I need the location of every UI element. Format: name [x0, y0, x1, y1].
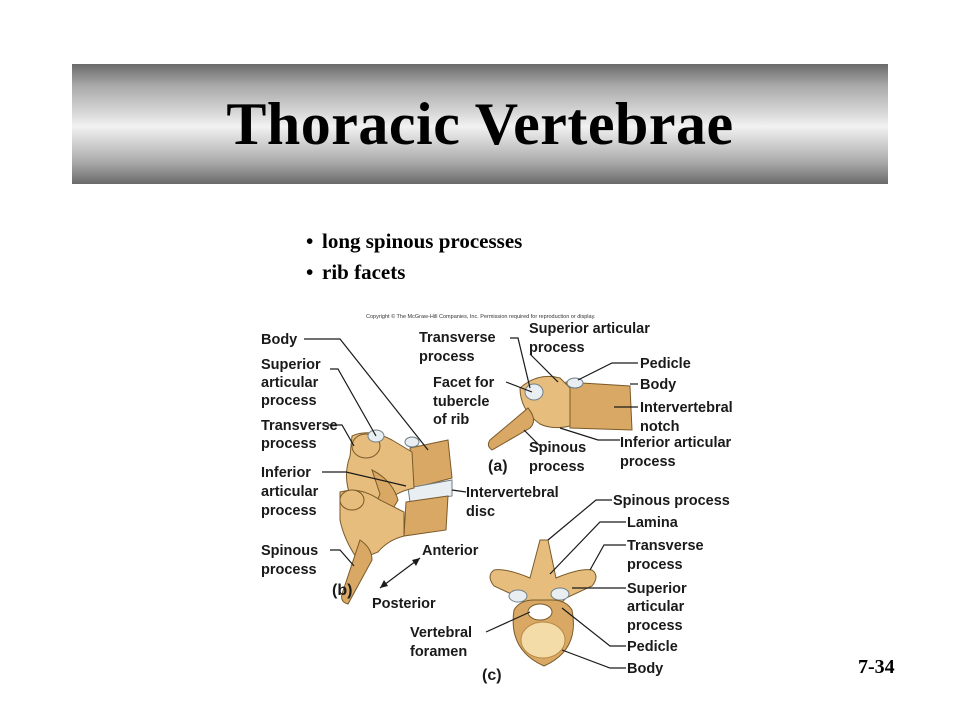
label-b-intervertebral-disc-1: Intervertebral	[466, 485, 559, 501]
label-c-transverse-1: Transverse	[627, 538, 704, 554]
label-a-spinous-2: process	[529, 459, 585, 475]
label-b-inferior-articular-1: Inferior	[261, 465, 311, 481]
panel-a-tag: (a)	[488, 458, 508, 475]
panel-b-labels: Body Superior articular process Transver…	[261, 332, 559, 612]
bullet-item: •long spinous processes	[306, 229, 523, 253]
label-a-transverse-1: Transverse	[419, 330, 496, 346]
label-b-transverse-1: Transverse	[261, 418, 338, 434]
label-b-body: Body	[261, 332, 297, 348]
panel-b-illustration	[339, 429, 453, 605]
label-c-vertebral-foramen-2: foramen	[410, 644, 467, 660]
label-a-inferior-articular-1: Inferior articular	[620, 435, 732, 451]
slide-title: Thoracic Vertebrae	[226, 90, 734, 157]
body-surface-c	[520, 621, 566, 659]
label-a-facet-3: of rib	[433, 412, 469, 428]
label-c-transverse-2: process	[627, 557, 683, 573]
bullet-list: •long spinous processes •rib facets	[306, 226, 522, 288]
page-number: 7-34	[858, 656, 895, 678]
label-b-inferior-articular-2: articular	[261, 484, 319, 500]
panel-a-illustration	[487, 375, 633, 451]
label-b-transverse-2: process	[261, 436, 317, 452]
label-a-superior-articular-1: Superior articular	[529, 321, 650, 337]
leader-lines	[304, 337, 638, 669]
spinous-process-lower-shape	[341, 539, 373, 605]
transverse-process-lower-shape	[339, 489, 365, 511]
bullet-item: •rib facets	[306, 260, 406, 284]
panel-c-labels: Spinous process Lamina Transverse proces…	[410, 493, 730, 684]
label-a-intervertebral-notch-1: Intervertebral	[640, 400, 733, 416]
label-a-pedicle: Pedicle	[640, 356, 691, 372]
label-c-vertebral-foramen-1: Vertebral	[410, 625, 472, 641]
label-c-superior-articular-3: process	[627, 618, 683, 634]
panel-c-tag: (c)	[482, 667, 502, 684]
panel-c-illustration	[489, 539, 597, 667]
label-a-spinous-1: Spinous	[529, 440, 586, 456]
label-b-superior-articular-3: process	[261, 393, 317, 409]
superior-facet-a	[566, 377, 584, 389]
rib-facet-shape	[404, 436, 420, 448]
title-band: Thoracic Vertebrae	[72, 64, 888, 184]
label-a-superior-articular-2: process	[529, 340, 585, 356]
superior-facet-left-c	[508, 589, 528, 603]
label-b-superior-articular-1: Superior	[261, 357, 321, 373]
label-b-posterior: Posterior	[372, 596, 436, 612]
label-c-pedicle: Pedicle	[627, 639, 678, 655]
label-c-body: Body	[627, 661, 663, 677]
panel-a-labels: Transverse process Superior articular pr…	[419, 321, 733, 475]
label-b-inferior-articular-3: process	[261, 503, 317, 519]
panel-b-tag: (b)	[332, 582, 352, 599]
bullet-text: rib facets	[322, 260, 406, 284]
label-a-body: Body	[640, 377, 676, 393]
label-c-superior-articular-1: Superior	[627, 581, 687, 597]
posterior-arch-c	[489, 539, 597, 605]
vertebral-foramen-shape	[527, 603, 553, 621]
label-b-anterior: Anterior	[422, 543, 479, 559]
label-b-intervertebral-disc-2: disc	[466, 504, 495, 520]
vertebral-body-lower	[403, 495, 449, 537]
copyright-notice: Copyright © The McGraw-Hill Companies, I…	[366, 313, 596, 320]
label-c-spinous: Spinous process	[613, 493, 730, 509]
superior-facet-right-c	[550, 587, 570, 601]
spinous-process-a	[487, 407, 534, 451]
label-a-inferior-articular-2: process	[620, 454, 676, 470]
bullet-text: long spinous processes	[322, 229, 523, 253]
label-c-superior-articular-2: articular	[627, 599, 685, 615]
label-b-spinous-2: process	[261, 562, 317, 578]
label-b-superior-articular-2: articular	[261, 375, 319, 391]
label-a-intervertebral-notch-2: notch	[640, 419, 679, 435]
label-a-facet-2: tubercle	[433, 394, 489, 410]
label-c-lamina: Lamina	[627, 515, 679, 531]
label-b-spinous-1: Spinous	[261, 543, 318, 559]
transverse-facet-a	[524, 383, 544, 401]
label-a-transverse-2: process	[419, 349, 475, 365]
label-a-facet-1: Facet for	[433, 375, 495, 391]
vertebral-body-a	[565, 381, 633, 431]
